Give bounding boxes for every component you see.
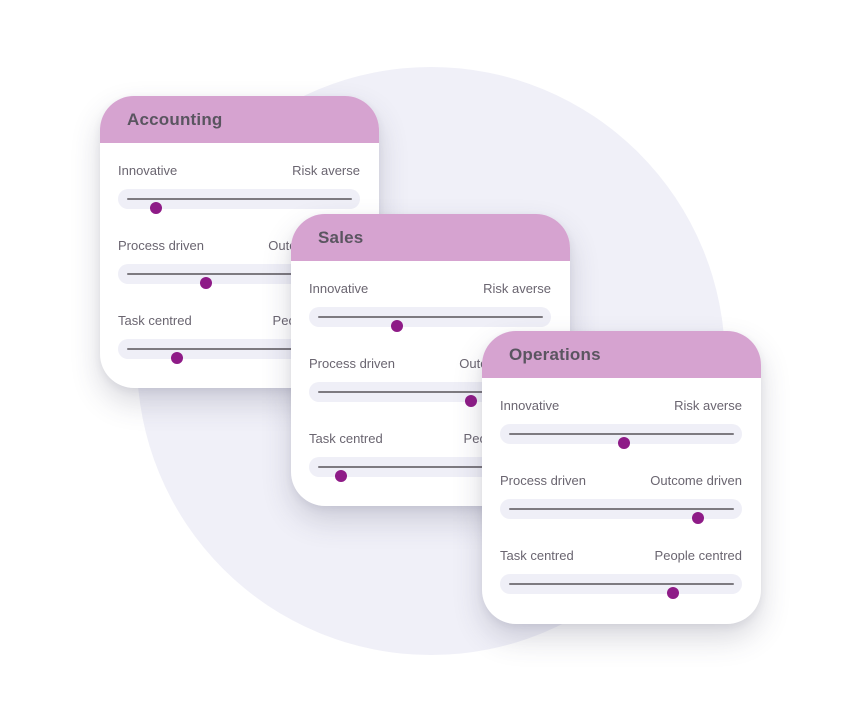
slider-left-label: Task centred	[309, 431, 383, 446]
slider-task-people[interactable]	[500, 574, 742, 599]
slider-thumb[interactable]	[390, 320, 403, 332]
slider-left-label: Task centred	[118, 313, 192, 328]
slider-track	[318, 466, 543, 482]
slider-track	[509, 508, 734, 524]
slider-thumb[interactable]	[692, 512, 704, 524]
slider-left-label: Innovative	[500, 398, 560, 413]
slider-track	[127, 273, 352, 289]
slider-left-label: Task centred	[500, 548, 574, 563]
card-header: Operations	[482, 331, 761, 378]
slider-group-innovative-risk: Innovative Risk averse	[500, 397, 742, 472]
slider-left-label: Process driven	[500, 473, 586, 488]
slider-right-label: People centred	[654, 548, 742, 563]
slider-thumb[interactable]	[199, 277, 212, 289]
slider-thumb[interactable]	[667, 587, 680, 599]
slider-thumb[interactable]	[150, 202, 163, 214]
slider-track	[318, 316, 543, 332]
slider-right-label: Outcome driven	[650, 473, 742, 488]
slider-right-label: Risk averse	[674, 398, 742, 413]
card-header: Accounting	[100, 96, 379, 143]
slider-group-innovative-risk: Innovative Risk averse	[118, 162, 360, 237]
slider-thumb[interactable]	[617, 437, 630, 449]
slider-innovative-risk[interactable]	[309, 307, 551, 332]
card-title: Sales	[318, 227, 364, 247]
slider-track	[509, 433, 734, 449]
slider-right-label: Risk averse	[292, 163, 360, 178]
slider-left-label: Innovative	[309, 281, 369, 296]
slider-group-innovative-risk: Innovative Risk averse	[309, 280, 551, 355]
slider-thumb[interactable]	[170, 352, 183, 364]
card-title: Accounting	[127, 109, 223, 129]
card-title: Operations	[509, 344, 601, 364]
slider-left-label: Process driven	[118, 238, 204, 253]
slider-track	[318, 391, 543, 407]
slider-innovative-risk[interactable]	[500, 424, 742, 449]
slider-thumb[interactable]	[465, 395, 477, 407]
slider-left-label: Process driven	[309, 356, 395, 371]
slider-group-process-outcome: Process driven Outcome driven	[500, 472, 742, 547]
slider-track	[127, 348, 352, 364]
card-operations: Operations Innovative Risk averse Proces…	[482, 331, 761, 624]
slider-track	[127, 198, 352, 214]
card-header: Sales	[291, 214, 570, 261]
slider-innovative-risk[interactable]	[118, 189, 360, 214]
slider-left-label: Innovative	[118, 163, 178, 178]
slider-group-task-people: Task centred People centred	[500, 547, 742, 622]
slider-process-outcome[interactable]	[500, 499, 742, 524]
slider-track	[509, 583, 734, 599]
slider-right-label: Risk averse	[483, 281, 551, 296]
slider-thumb[interactable]	[334, 470, 347, 482]
